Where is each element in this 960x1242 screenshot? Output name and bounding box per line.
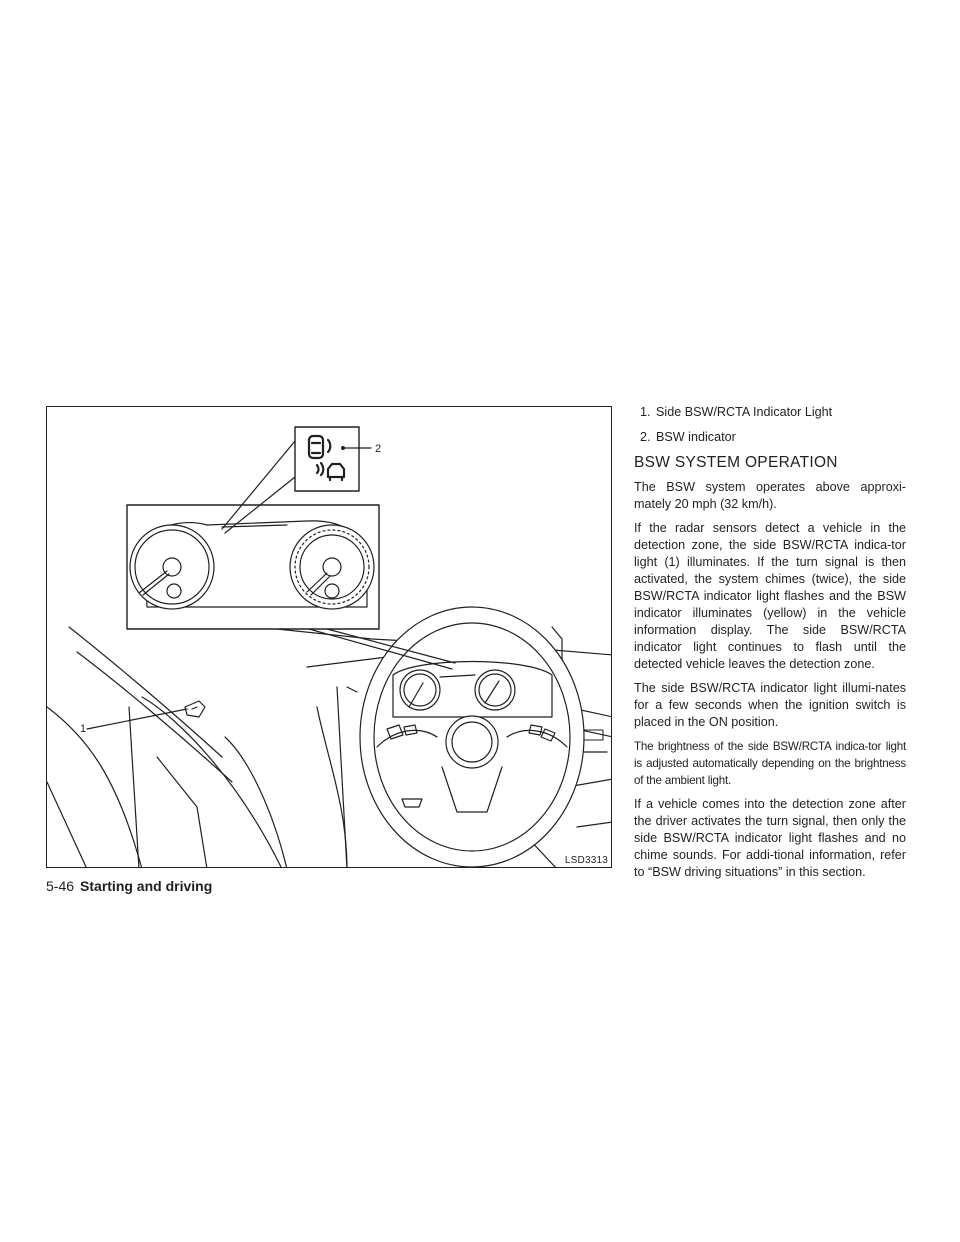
- paragraph: If a vehicle comes into the detection zo…: [634, 797, 906, 879]
- callout-2-label: 2: [375, 443, 381, 455]
- section-heading: BSW SYSTEM OPERATION: [634, 454, 838, 471]
- legend-number: 1.: [640, 405, 651, 419]
- steering-wheel-illustration: [346, 606, 585, 867]
- paragraph: If the radar sensors detect a vehicle in…: [634, 521, 906, 671]
- zoom-leader-a: [308, 628, 453, 670]
- paragraph: The side BSW/RCTA indicator light illumi…: [634, 681, 906, 729]
- callout-1-label: 1: [80, 723, 86, 735]
- inset-leader-b: [224, 476, 296, 534]
- callout-1-leader: [86, 708, 188, 730]
- dashboard-illustration: 1: [47, 426, 611, 867]
- car-radar-waves-icon: [315, 461, 346, 482]
- door-frame-lines: [47, 626, 288, 867]
- instrument-cluster-illustration: [126, 504, 380, 630]
- bsw-indicator-inset: [294, 426, 360, 492]
- legend-label: BSW indicator: [656, 430, 736, 444]
- figure-legend: 1. Side BSW/RCTA Indicator Light 2. BSW in…: [634, 404, 906, 446]
- inset-leader-a: [221, 440, 296, 530]
- illustration-figure: 1: [46, 406, 612, 868]
- bsw-car-indicator-icon: [307, 434, 332, 460]
- text-column: 1. Side BSW/RCTA Indicator Light 2. BSW in…: [634, 404, 906, 888]
- paragraph: The brightness of the side BSW/RCTA indi…: [634, 740, 906, 787]
- side-indicator-light-icon: [184, 700, 206, 718]
- page-footer: 5-46 Starting and driving: [46, 878, 212, 894]
- legend-item: 2. BSW indicator: [640, 429, 906, 446]
- section-title: Starting and driving: [80, 878, 213, 894]
- page-number: 5-46: [46, 878, 75, 894]
- zoom-leader-b: [326, 628, 456, 664]
- legend-number: 2.: [640, 430, 651, 444]
- paragraph: The BSW system operates above approxi-ma…: [634, 480, 906, 511]
- legend-label: Side BSW/RCTA Indicator Light: [656, 405, 833, 419]
- figure-code: LSD3313: [564, 855, 608, 866]
- legend-item: 1. Side BSW/RCTA Indicator Light: [640, 404, 906, 421]
